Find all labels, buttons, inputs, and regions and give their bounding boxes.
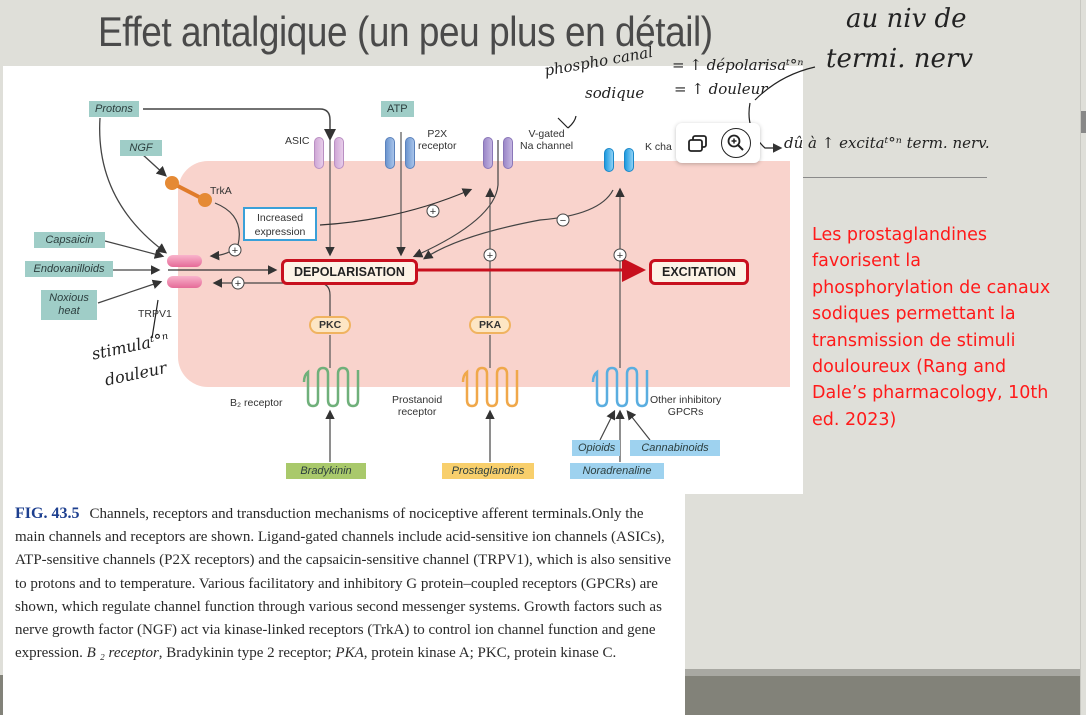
p2x-line2: receptor: [418, 140, 457, 152]
image-toolbar: [676, 123, 760, 163]
prostanoid-line1: Prostanoid: [392, 394, 443, 406]
vgated-channel-right: [503, 137, 513, 169]
red-note-line: ed. 2023): [812, 409, 897, 430]
footer-band-light: [685, 669, 1080, 676]
handwritten-note-niveau: au niv de: [846, 4, 967, 34]
noxious-line2: heat: [58, 305, 80, 317]
expr-line2: expression: [254, 226, 306, 238]
ligand-ngf: NGF: [120, 140, 162, 156]
label-p2x: P2X receptor: [418, 128, 457, 152]
prostanoid-line2: receptor: [397, 406, 437, 418]
svg-text:+: +: [430, 206, 436, 218]
svg-text:−: −: [560, 215, 566, 227]
ligand-noradrenaline: Noradrenaline: [570, 463, 664, 479]
red-note-line: sodiques permettant la: [812, 304, 1016, 325]
excitation-box: EXCITATION: [649, 259, 749, 285]
ligand-bradykinin: Bradykinin: [286, 463, 366, 479]
handwritten-note-douleur: = ↑ douleur: [674, 80, 768, 98]
slide-right-edge: [1080, 0, 1081, 715]
pkc-kinase: PKC: [309, 316, 352, 334]
depolarisation-box: DEPOLARISATION: [281, 259, 418, 285]
red-note-line: phosphorylation de canaux: [812, 277, 1051, 298]
footer-band-left: [0, 675, 3, 715]
asic-channel-right: [334, 137, 344, 169]
gpcr-line1: Other inhibitory: [650, 394, 722, 406]
vgated-line1: V-gated: [528, 128, 565, 140]
expr-line1: Increased: [256, 212, 304, 224]
ligand-atp: ATP: [381, 101, 414, 117]
caption-b2-abbrev: B ₂ receptor: [86, 645, 159, 662]
svg-text:+: +: [232, 245, 238, 257]
red-note-line: douloureux (Rang and: [812, 357, 1007, 378]
label-asic: ASIC: [285, 135, 310, 147]
label-prostanoid: Prostanoid receptor: [392, 394, 442, 418]
svg-text:+: +: [617, 250, 623, 262]
caption-pka-abbrev: PKA: [335, 645, 364, 662]
p2x-channel-left: [385, 137, 395, 169]
handwritten-note-termi-nerv: termi. nerv: [826, 44, 974, 74]
p2x-channel-right: [405, 137, 415, 169]
k-channel-right: [624, 148, 634, 172]
slide-title: Effet antalgique (un peu plus en détail): [98, 8, 713, 55]
caption-body: Channels, receptors and transduction mec…: [15, 506, 672, 662]
asic-channel-left: [314, 137, 324, 169]
vgated-channel-left: [483, 137, 493, 169]
increased-expression-box: Increased expression: [243, 207, 317, 241]
scroll-marker[interactable]: [1081, 111, 1086, 133]
p2x-line1: P2X: [427, 128, 448, 140]
red-note: Les prostaglandines favorisent la phosph…: [812, 222, 1084, 433]
divider-line: [803, 177, 987, 178]
ligand-cannabinoids: Cannabinoids: [630, 440, 720, 456]
ligand-protons: Protons: [89, 101, 139, 117]
ligand-endovanilloids: Endovanilloids: [25, 261, 113, 277]
gpcr-line2: GPCRs: [667, 406, 704, 418]
caption-b2-def: , Bradykinin type 2 receptor;: [158, 645, 336, 662]
label-trka: TrkA: [210, 185, 232, 197]
svg-text:+: +: [235, 278, 241, 290]
pka-kinase: PKA: [469, 316, 512, 334]
ligand-noxious-heat: Noxious heat: [41, 290, 97, 320]
label-other-gpcrs: Other inhibitory GPCRs: [650, 394, 721, 418]
trpv1-channel-bottom: [167, 276, 202, 288]
handwritten-note-excitation: dû à ↑ excitaᵗ°ⁿ term. nerv.: [784, 134, 990, 152]
footer-band-dark: [685, 676, 1080, 715]
k-channel-left: [604, 148, 614, 172]
noxious-line1: Noxious: [49, 292, 89, 304]
svg-text:+: +: [487, 250, 493, 262]
handwritten-note-depol: = ↑ dépolarisaᵗ°ⁿ: [672, 56, 804, 74]
zoom-in-icon: [727, 134, 744, 151]
ligand-capsaicin: Capsaicin: [34, 232, 105, 248]
red-note-line: Dale’s pharmacology, 10th: [812, 383, 1049, 404]
copy-image-icon: [688, 135, 707, 152]
label-vgated: V-gated Na channel: [520, 128, 573, 152]
vgated-line2: Na channel: [520, 140, 574, 152]
red-note-line: transmission de stimuli: [812, 330, 1016, 351]
zoom-image-button[interactable]: [721, 128, 751, 158]
label-trpv1: TRPV1: [138, 308, 172, 320]
red-note-line: Les prostaglandines: [812, 225, 987, 245]
ligand-opioids: Opioids: [572, 440, 620, 456]
red-note-line: favorisent la: [812, 251, 921, 272]
label-b2-receptor: B₂ receptor: [230, 397, 283, 409]
figure-number: FIG. 43.5: [15, 505, 80, 522]
label-k-channel: K cha: [645, 141, 672, 153]
copy-image-button[interactable]: [684, 129, 712, 157]
caption-pka-def: , protein kinase A; PKC, protein kinase …: [363, 645, 617, 662]
ligand-prostaglandins: Prostaglandins: [442, 463, 534, 479]
handwritten-note-sodique: sodique: [585, 84, 645, 102]
trpv1-channel-top: [167, 255, 202, 267]
